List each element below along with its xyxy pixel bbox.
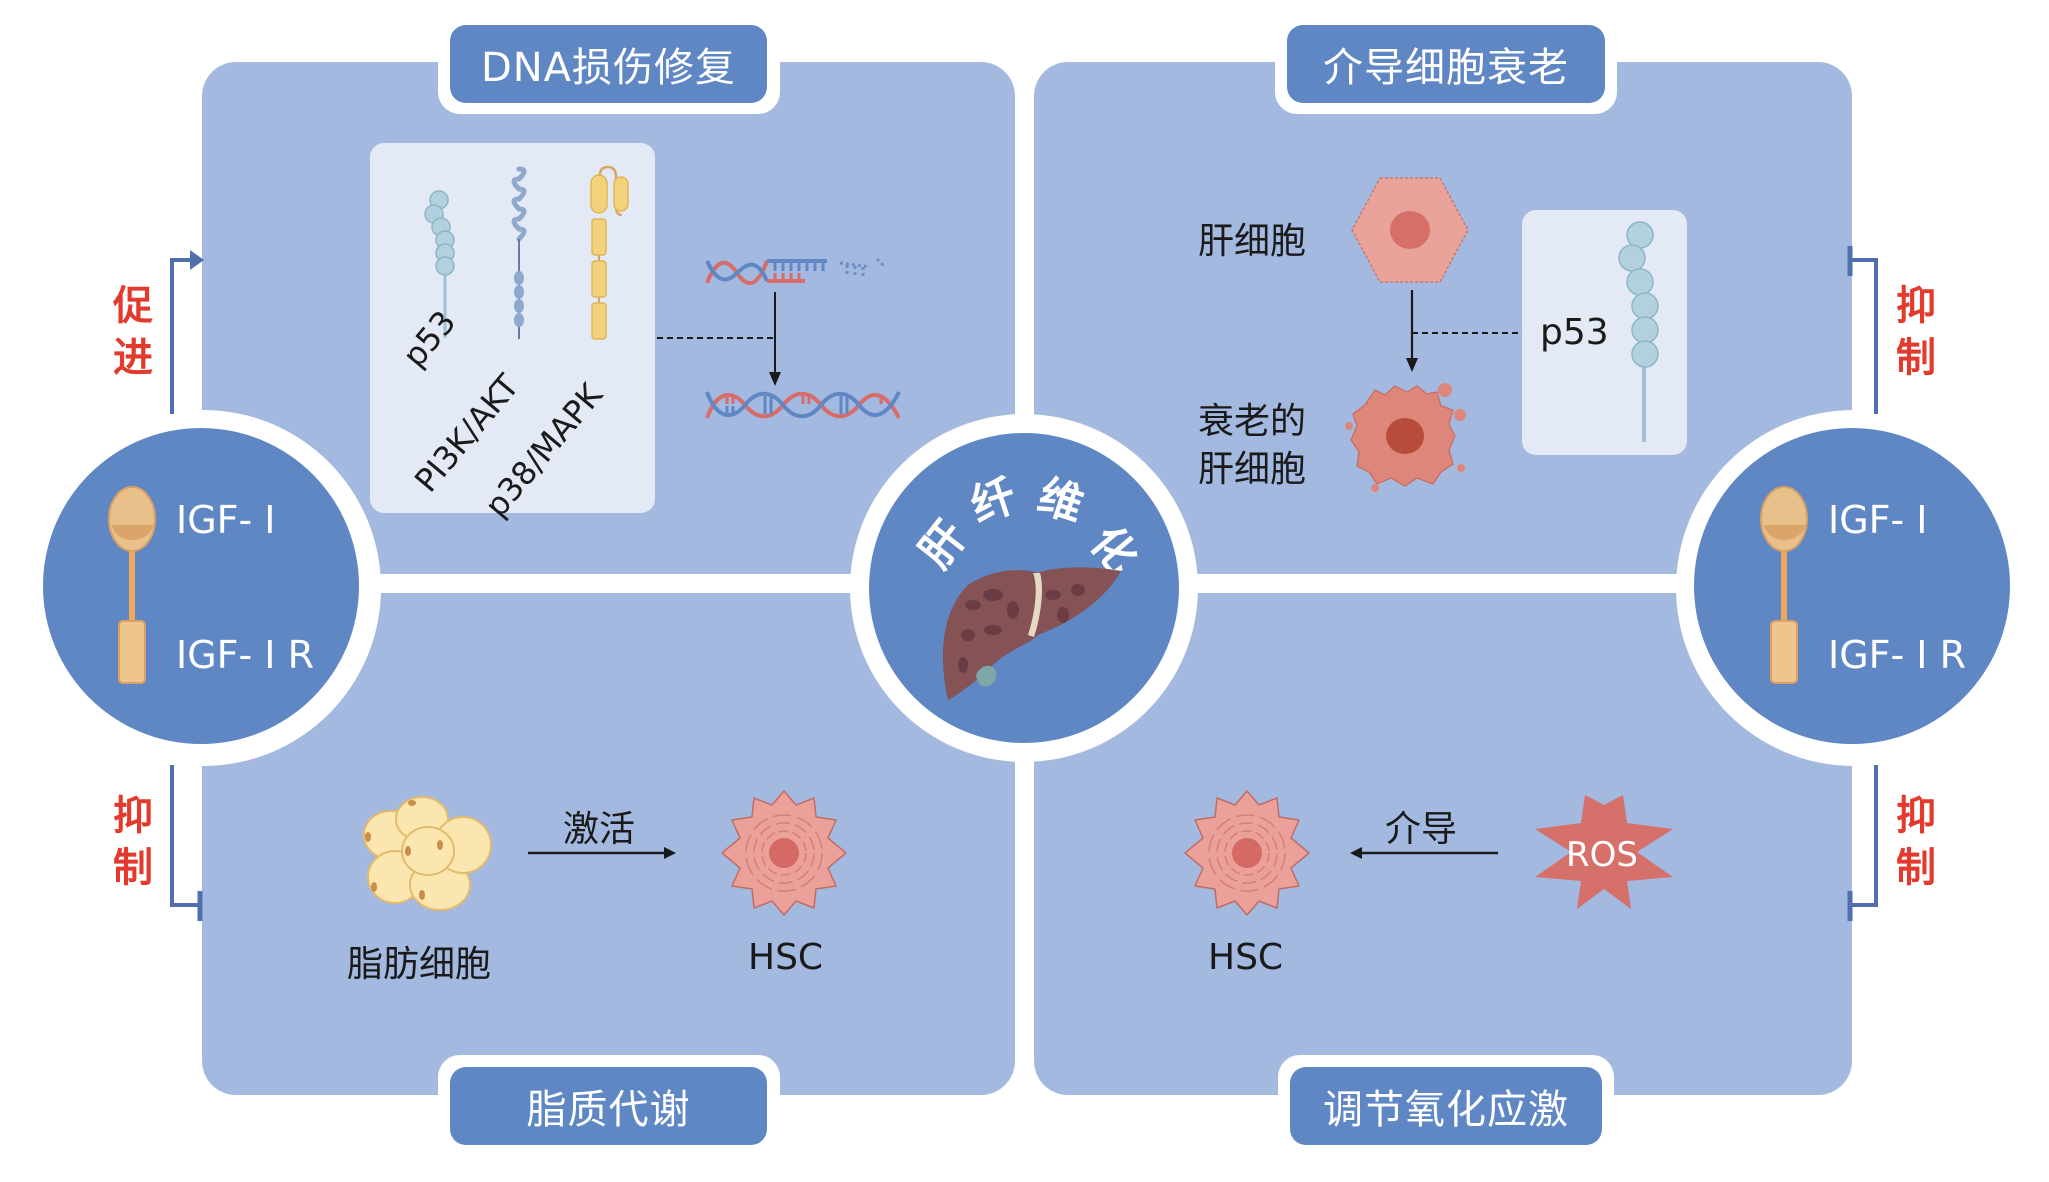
igf-left-circle	[43, 428, 359, 744]
p38-mapk-protein-icon	[590, 165, 629, 340]
igf-left-receptor-label: IGF- Ⅰ R	[176, 633, 314, 677]
label-senescent-line1: 衰老的	[1198, 401, 1307, 442]
senescence-connector	[1406, 290, 1565, 372]
title-senescence: 介导细胞衰老	[1287, 25, 1605, 103]
ros-star-icon	[1535, 795, 1673, 909]
inhibit-label-char: 制	[1896, 335, 1936, 381]
adipocyte-cluster-icon	[363, 796, 492, 911]
senescent-hepatocyte-icon	[1345, 383, 1466, 492]
liver-icon	[942, 567, 1121, 700]
title-oxidative: 调节氧化应激	[1290, 1067, 1602, 1145]
label-senescent-line2: 肝细胞	[1198, 449, 1307, 490]
inhibit-label-char: 制	[1896, 845, 1936, 891]
label-activate: 激活	[563, 809, 636, 850]
label-hsc-oxidative: HSC	[1208, 937, 1284, 978]
inhibit-label-char: 抑	[1896, 793, 1936, 839]
label-hepatocyte: 肝细胞	[1198, 221, 1307, 262]
label-mediate: 介导	[1385, 809, 1458, 850]
igf-right-ligand-label: IGF- Ⅰ	[1828, 498, 1928, 542]
promote-label-char: 进	[113, 335, 153, 381]
dna-repair-connector	[657, 292, 781, 386]
label-hsc-lipid: HSC	[748, 937, 824, 978]
p53-protein-icon	[424, 190, 455, 338]
inhibit-connector-right-top	[1847, 246, 1878, 414]
promote-arrow	[170, 250, 204, 414]
repaired-dna-icon	[705, 391, 901, 419]
inhibit-connector-left	[170, 765, 203, 921]
igf-ligand-receptor-icon	[108, 486, 156, 684]
inhibit-label-char: 抑	[113, 793, 153, 839]
label-adipocyte: 脂肪细胞	[347, 944, 492, 985]
label-ros: ROS	[1566, 835, 1638, 875]
activate-arrow	[528, 847, 676, 859]
igf-right-receptor-label: IGF- Ⅰ R	[1828, 633, 1966, 677]
igf-left-ligand-label: IGF- Ⅰ	[176, 498, 276, 542]
promote-label-char: 促	[113, 283, 153, 329]
inhibit-label-char: 制	[113, 845, 153, 891]
mediate-arrow	[1350, 847, 1498, 859]
damaged-dna-icon	[705, 257, 887, 285]
inhibit-connector-right-bottom	[1847, 765, 1878, 921]
title-lipid: 脂质代谢	[450, 1067, 767, 1145]
p53-inset	[1522, 210, 1687, 455]
igf-ligand-receptor-icon	[1760, 486, 1808, 684]
p53-protein-icon	[1618, 221, 1659, 442]
inhibit-label-char: 抑	[1896, 283, 1936, 329]
hsc-icon	[1184, 790, 1310, 916]
title-dna-repair: DNA损伤修复	[450, 25, 767, 103]
hepatocyte-icon	[1351, 177, 1469, 283]
hsc-icon	[721, 790, 847, 916]
pi3k-akt-protein-icon	[511, 166, 527, 339]
igf-right-circle	[1694, 428, 2010, 744]
label-p53-senescence: p53	[1540, 312, 1609, 353]
